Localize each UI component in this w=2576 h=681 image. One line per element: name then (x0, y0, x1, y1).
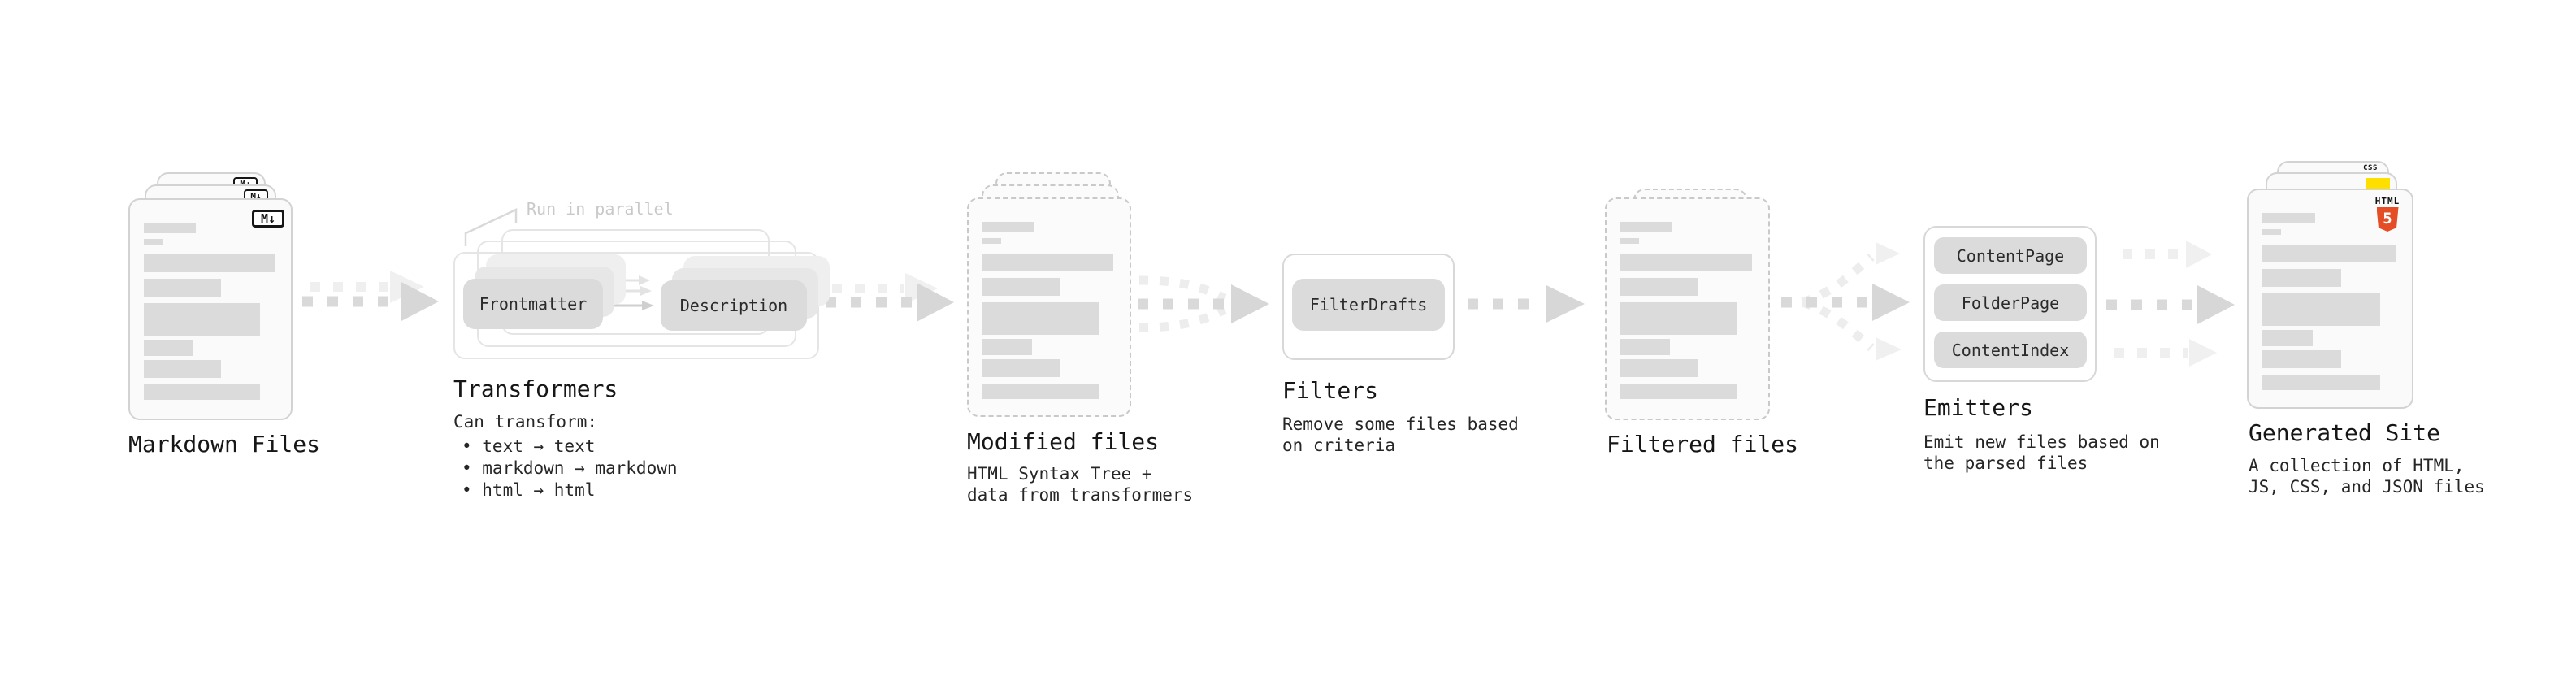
placeholder-bars (144, 223, 277, 400)
arrow-markdown-to-transformers (302, 271, 439, 321)
desc-line: the parsed files (1923, 453, 2088, 473)
stage-label-emitters: Emitters (1923, 394, 2033, 421)
file-card (1605, 197, 1770, 420)
arrow-transformers-to-modified (826, 273, 954, 322)
placeholder-bar (1620, 339, 1671, 355)
desc-line: data from transformers (967, 485, 1194, 505)
placeholder-bar (2262, 213, 2316, 223)
placeholder-bar (1620, 278, 1698, 296)
placeholder-bar (1620, 359, 1698, 377)
stage-label-generated-site: Generated Site (2249, 419, 2441, 446)
placeholder-bar (1620, 254, 1752, 271)
frontmatter-transformer-button: Frontmatter (463, 279, 603, 329)
description-transformer-button: Description (661, 280, 807, 331)
arrow-emitters-to-site (2106, 241, 2235, 367)
placeholder-bar (982, 254, 1113, 271)
placeholder-bar (1620, 384, 1737, 399)
placeholder-bar (2262, 330, 2313, 346)
placeholder-bar (1620, 302, 1737, 335)
html5-label: HTML (2374, 196, 2400, 206)
html5-shield: 5 (2376, 207, 2399, 232)
run-in-parallel-note: Run in parallel (527, 199, 674, 219)
desc-line: Remove some files based (1282, 414, 1519, 434)
content-index-emitter-button: ContentIndex (1934, 332, 2087, 368)
desc-line: HTML Syntax Tree + (967, 464, 1152, 484)
file-card: HTML 5 (2247, 189, 2413, 409)
placeholder-bar (982, 302, 1099, 335)
placeholder-bar (982, 278, 1060, 296)
filter-drafts-button: FilterDrafts (1292, 279, 1445, 331)
stage-label-markdown-files: Markdown Files (128, 431, 321, 458)
placeholder-bar (982, 238, 1001, 244)
placeholder-bar (144, 340, 193, 356)
markdown-icon: M↓ (252, 210, 284, 228)
placeholder-bar (2262, 229, 2282, 235)
placeholder-bar (2262, 375, 2381, 390)
placeholder-bar (144, 223, 196, 233)
emitters-description: Emit new files based on the parsed files (1923, 432, 2160, 474)
file-card (967, 197, 1131, 417)
arrow-filtered-to-emitters-diverge (1781, 242, 1910, 361)
desc-line: JS, CSS, and JSON files (2249, 477, 2485, 497)
css-badge-label: CSS (2363, 164, 2378, 172)
placeholder-bar (144, 303, 260, 336)
arrow-modified-to-filters-converge (1138, 275, 1269, 332)
transform-bullet: • html → html (462, 480, 596, 500)
placeholder-bar (1620, 222, 1673, 232)
placeholder-bar (144, 279, 222, 297)
placeholder-bar (144, 239, 163, 245)
modified-files-description: HTML Syntax Tree + data from transformer… (967, 463, 1193, 505)
stage-label-filters: Filters (1282, 377, 1379, 404)
placeholder-bar (982, 359, 1060, 377)
run-in-parallel-callout-line (464, 208, 518, 246)
placeholder-bar (982, 222, 1034, 232)
placeholder-bar (982, 339, 1032, 355)
desc-line: Emit new files based on (1923, 432, 2160, 452)
placeholder-bar (144, 254, 275, 272)
stage-label-filtered-files: Filtered files (1607, 431, 1799, 458)
stage-label-transformers: Transformers (453, 375, 618, 402)
placeholder-bars (2262, 213, 2398, 390)
placeholder-bar (144, 360, 222, 378)
placeholder-bar (2262, 269, 2341, 287)
file-card: M↓ (128, 198, 293, 420)
html5-icon: HTML 5 (2374, 197, 2401, 232)
placeholder-bar (982, 384, 1099, 399)
can-transform-caption: Can transform: (453, 412, 598, 432)
stage-label-modified-files: Modified files (967, 428, 1160, 455)
desc-line: on criteria (1282, 436, 1396, 455)
placeholder-bar (2262, 293, 2381, 326)
js-badge (2366, 178, 2390, 189)
placeholder-bar (2262, 350, 2341, 368)
generated-site-description: A collection of HTML, JS, CSS, and JSON … (2249, 455, 2485, 497)
placeholder-bar (1620, 238, 1640, 244)
transform-bullet: • markdown → markdown (462, 458, 678, 478)
placeholder-bars (1620, 222, 1754, 399)
transformers-description: Can transform: • text → text • markdown … (453, 411, 678, 501)
placeholder-bar (144, 384, 260, 400)
folder-page-emitter-button: FolderPage (1934, 284, 2087, 321)
arrow-filters-to-filtered (1468, 285, 1585, 323)
placeholder-bar (2262, 245, 2396, 262)
transform-bullet: • text → text (462, 436, 596, 456)
placeholder-bars (982, 222, 1116, 399)
content-page-emitter-button: ContentPage (1934, 237, 2087, 274)
desc-line: A collection of HTML, (2249, 456, 2465, 475)
filters-description: Remove some files based on criteria (1282, 414, 1519, 456)
